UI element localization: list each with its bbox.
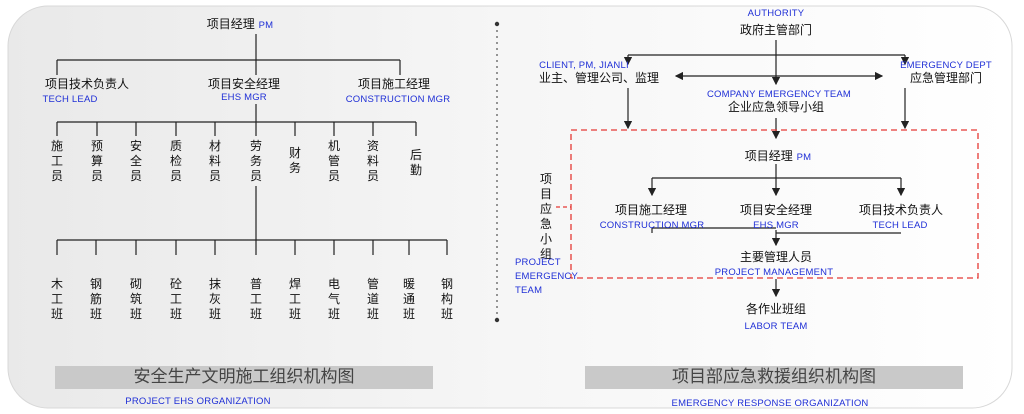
right-chart-title: 项目部应急救援组织机构图 [585,366,963,389]
staff-item: 机管员 [327,139,340,183]
team-item: 砼工班 [169,277,182,321]
company-team-en: COMPANY EMERGENCY TEAM [706,89,852,100]
client-cn: 业主、管理公司、监理 [538,71,660,85]
right-chart-title-en: EMERGENCY RESPONSE ORGANIZATION [671,398,869,409]
team-item: 木工班 [50,277,63,321]
emergency-group-en-1: PROJECT [515,257,561,268]
staff-item: 质检员 [169,139,182,183]
emergency-group-cn: 项目应急小组 [539,172,552,261]
emergency-dept-en: EMERGENCY DEPT [900,60,992,71]
labor-cn: 各作业班组 [745,302,807,316]
background-panel [7,5,1013,409]
mgmt-en: PROJECT MANAGEMENT [714,267,834,278]
client-en: CLIENT, PM, JIANLI [539,60,629,71]
right-con-cn: 项目施工经理 [614,203,688,217]
left-con-cn: 项目施工经理 [357,77,431,91]
right-con-en: CONSTRUCTION MGR [599,220,705,231]
emergency-group-en-3: TEAM [515,285,543,296]
staff-item: 后勤 [409,148,422,177]
company-team-cn: 企业应急领导小组 [727,100,825,114]
staff-item: 财务 [288,146,301,175]
team-item: 钢构班 [440,277,453,321]
left-con-en: CONSTRUCTION MGR [345,94,451,105]
emergency-group-en-2: EMERGENCY [515,271,579,282]
staff-item: 材料员 [208,139,221,183]
left-chart-lines [56,34,448,255]
right-tech-en: TECH LEAD [872,220,928,231]
staff-item: 劳务员 [249,139,262,183]
left-ehs-cn: 项目安全经理 [207,77,281,91]
right-pm-en: PM [796,152,812,163]
left-chart-title-en: PROJECT EHS ORGANIZATION [125,396,271,407]
authority-cn: 政府主管部门 [739,23,813,37]
emergency-group-box [570,129,979,279]
team-item: 电气班 [327,277,340,321]
right-pm-cn: 项目经理 [744,149,793,163]
team-item: 暖通班 [402,277,415,321]
left-ehs-en: EHS MGR [221,92,267,103]
left-pm-en: PM [258,20,274,31]
team-item: 管道班 [366,277,379,321]
labor-en: LABOR TEAM [744,321,808,332]
right-tech-cn: 项目技术负责人 [858,203,944,217]
team-item: 抹灰班 [208,277,221,321]
right-pm-node: 项目经理 PM [745,149,812,165]
left-tech-cn: 项目技术负责人 [44,77,130,91]
team-item: 砌筑班 [129,277,142,321]
team-item: 普工班 [249,277,262,321]
left-pm-node: 项目经理 PM [207,17,274,33]
team-item: 焊工班 [288,277,301,321]
left-chart-title: 安全生产文明施工组织机构图 [55,366,433,389]
mgmt-cn: 主要管理人员 [739,250,813,264]
staff-item: 施工员 [50,139,63,183]
left-pm-cn: 项目经理 [206,17,255,31]
left-tech-en: TECH LEAD [42,94,98,105]
authority-en: AUTHORITY [747,8,805,19]
staff-item: 预算员 [90,139,103,183]
right-ehs-cn: 项目安全经理 [739,203,813,217]
right-ehs-en: EHS MGR [753,220,799,231]
team-item: 钢筋班 [89,277,102,321]
staff-item: 资料员 [366,139,379,183]
staff-item: 安全员 [129,139,142,183]
emergency-dept-cn: 应急管理部门 [909,71,983,85]
right-chart-lines [623,40,910,298]
